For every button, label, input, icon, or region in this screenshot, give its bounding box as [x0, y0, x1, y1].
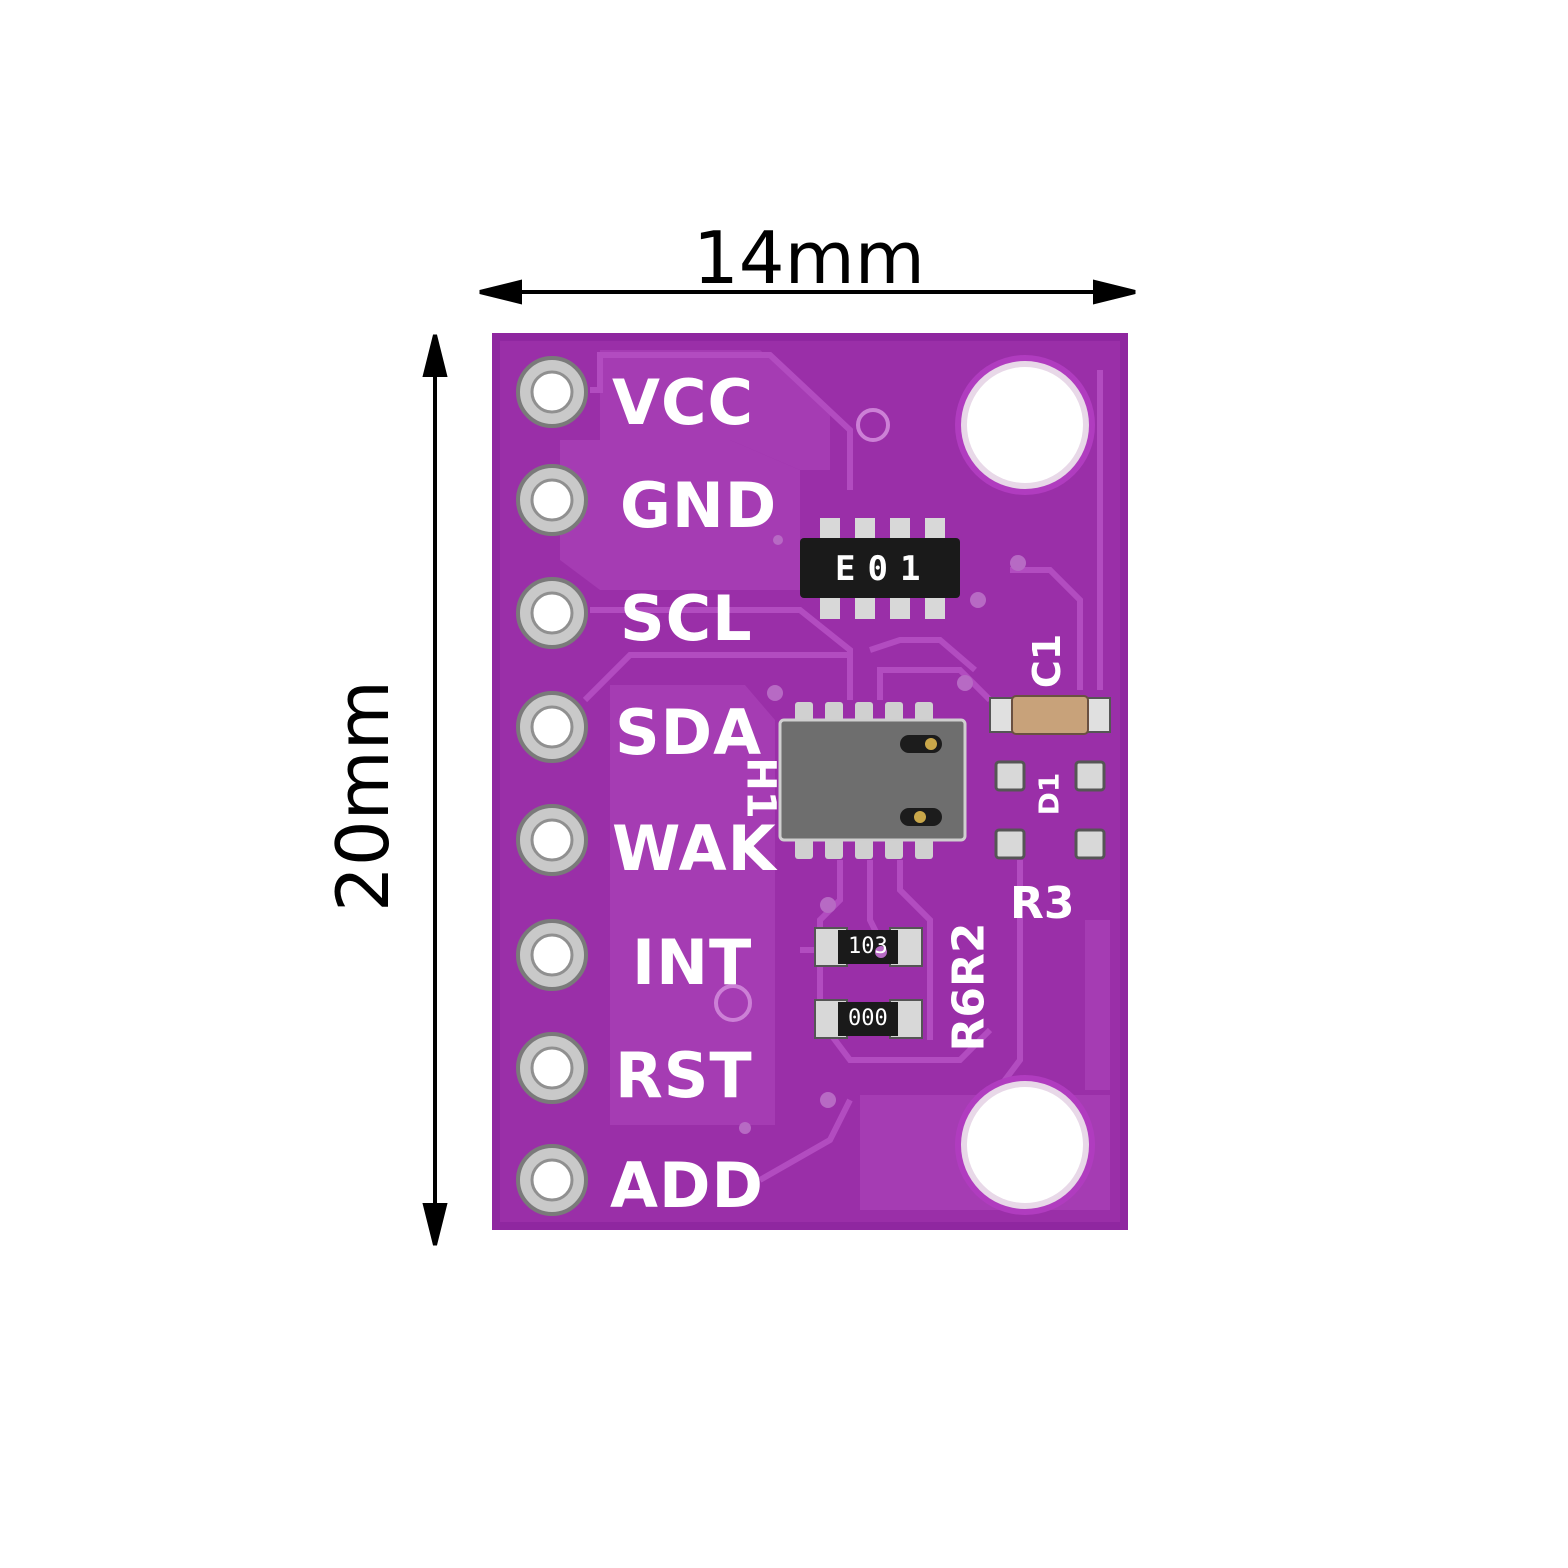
sensor-chip — [778, 702, 967, 859]
vias — [739, 535, 1026, 1134]
resistor-bottom — [814, 999, 923, 1039]
capacitor-c1 — [989, 695, 1111, 735]
pcb-board — [492, 333, 1128, 1230]
pin-label-scl: SCL — [620, 582, 753, 655]
fiducials — [714, 408, 890, 1022]
resistor-top-marking: 103 — [848, 934, 888, 959]
silk-c1: C1 — [1025, 633, 1070, 689]
silk-d1: D1 — [1032, 772, 1066, 816]
resistor-network — [800, 518, 960, 619]
component-pads — [994, 760, 1106, 860]
pin-label-gnd: GND — [620, 469, 778, 542]
resistor-network-marking: E01 — [835, 549, 933, 589]
width-dimension-label: 14mm — [693, 216, 925, 300]
height-dimension-label: 20mm — [320, 680, 405, 912]
mounting-hole-top — [955, 355, 1095, 495]
silk-r6r2: R6R2 — [943, 922, 995, 1052]
silk-r3: R3 — [1010, 878, 1075, 929]
pin-label-wak: WAK — [612, 812, 777, 885]
width-dimension-arrow — [479, 279, 1136, 305]
mounting-hole-bottom — [955, 1075, 1095, 1215]
pin-label-sda: SDA — [615, 696, 763, 769]
pin-label-rst: RST — [615, 1039, 753, 1112]
pin-header-holes — [516, 356, 588, 1216]
height-dimension-arrow — [422, 334, 448, 1246]
resistor-bottom-marking: 000 — [848, 1006, 888, 1031]
pin-label-vcc: VCC — [612, 366, 754, 439]
resistor-top — [814, 927, 923, 967]
pin-label-int: INT — [632, 926, 753, 999]
pin-label-add: ADD — [610, 1149, 764, 1222]
silk-h1: H1 — [737, 757, 784, 819]
